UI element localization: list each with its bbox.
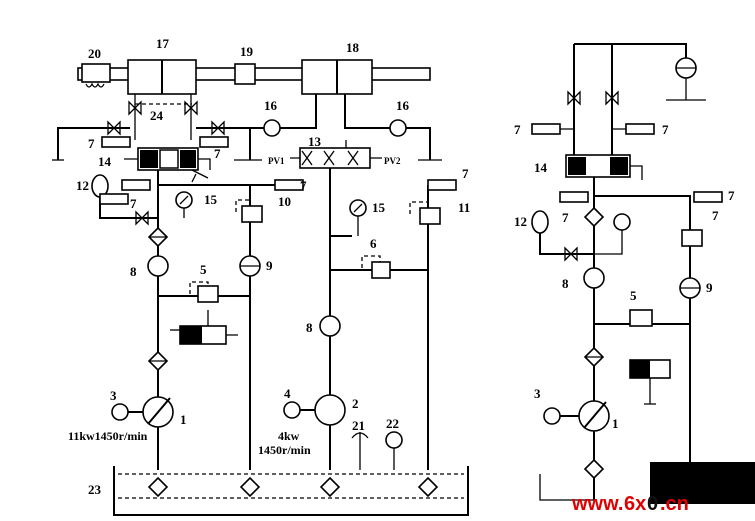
label-15b: 15 (372, 200, 386, 215)
label-6: 6 (370, 236, 377, 251)
check-valve-8-right (583, 267, 605, 289)
label-16b: 16 (396, 98, 410, 113)
label-5: 5 (200, 262, 207, 277)
tank-23 (113, 466, 469, 516)
right-label-5: 5 (630, 288, 637, 303)
right-label-7e: 7 (712, 208, 719, 223)
motor-2-power: 4kw (278, 429, 300, 443)
valve-tag-pv2: PV2 (384, 156, 401, 166)
coupling-19 (234, 63, 256, 85)
label-4: 4 (284, 386, 291, 401)
accumulator-12-right (531, 210, 549, 234)
label-12: 12 (76, 178, 89, 193)
check-valve-16a (263, 119, 281, 137)
valve-tag-pv1: PV1 (268, 156, 285, 166)
right-label-9: 9 (706, 280, 713, 295)
label-7d: 7 (130, 196, 137, 211)
watermark-dot: 0 (647, 493, 658, 515)
motor-2-speed: 1450r/min (258, 443, 311, 457)
label-21: 21 (352, 418, 365, 433)
directional-valve-13 (290, 147, 382, 169)
check-valve-16b (389, 119, 407, 137)
label-3: 3 (110, 388, 117, 403)
directional-valve-14-right (565, 154, 643, 180)
pressure-gauge-right (613, 213, 631, 231)
directional-valve-14 (124, 147, 211, 183)
label-7e: 7 (462, 166, 469, 181)
label-24: 24 (150, 108, 164, 123)
right-label-7a: 7 (514, 122, 521, 137)
label-17: 17 (156, 36, 170, 51)
label-7c: 7 (300, 178, 307, 193)
relief-valve-5-right (629, 309, 653, 327)
right-label-7b: 7 (662, 122, 669, 137)
label-1: 1 (180, 412, 187, 427)
pump-2 (314, 394, 346, 426)
label-19: 19 (240, 44, 254, 59)
watermark-pre: www. (571, 493, 623, 515)
right-label-14: 14 (534, 160, 548, 175)
watermark-mid2: .cn (660, 493, 689, 515)
label-11: 11 (458, 200, 470, 215)
right-label-8: 8 (562, 276, 569, 291)
label-18: 18 (346, 40, 360, 55)
label-14: 14 (98, 154, 112, 169)
label-7b: 7 (214, 146, 221, 161)
check-valve-8a (147, 255, 169, 277)
label-8a: 8 (130, 264, 137, 279)
label-7a: 7 (88, 136, 95, 151)
motor-20 (81, 63, 111, 83)
label-13: 13 (308, 134, 322, 149)
motor-3 (111, 403, 129, 421)
motor-3-right (543, 407, 561, 425)
right-label-7d: 7 (562, 210, 569, 225)
label-9: 9 (266, 258, 273, 273)
label-15a: 15 (204, 192, 218, 207)
label-20: 20 (88, 46, 101, 61)
thermometer-22 (385, 431, 403, 449)
check-valve-8b (319, 315, 341, 337)
right-label-1: 1 (612, 416, 619, 431)
label-23: 23 (88, 482, 102, 497)
right-label-12: 12 (514, 214, 527, 229)
watermark: www. 6x 0 .cn (571, 493, 689, 515)
relief-valve-5 (197, 285, 219, 303)
label-10: 10 (278, 194, 291, 209)
motor-4 (283, 401, 301, 419)
label-16a: 16 (264, 98, 278, 113)
right-label-7c: 7 (728, 188, 735, 203)
label-8b: 8 (306, 320, 313, 335)
motor-1-spec: 11kw1450r/min (68, 429, 148, 443)
relief-valve-6 (371, 261, 391, 279)
label-22: 22 (386, 416, 399, 431)
watermark-mid1: 6x (624, 493, 646, 515)
label-2: 2 (352, 396, 359, 411)
right-label-3: 3 (534, 386, 541, 401)
